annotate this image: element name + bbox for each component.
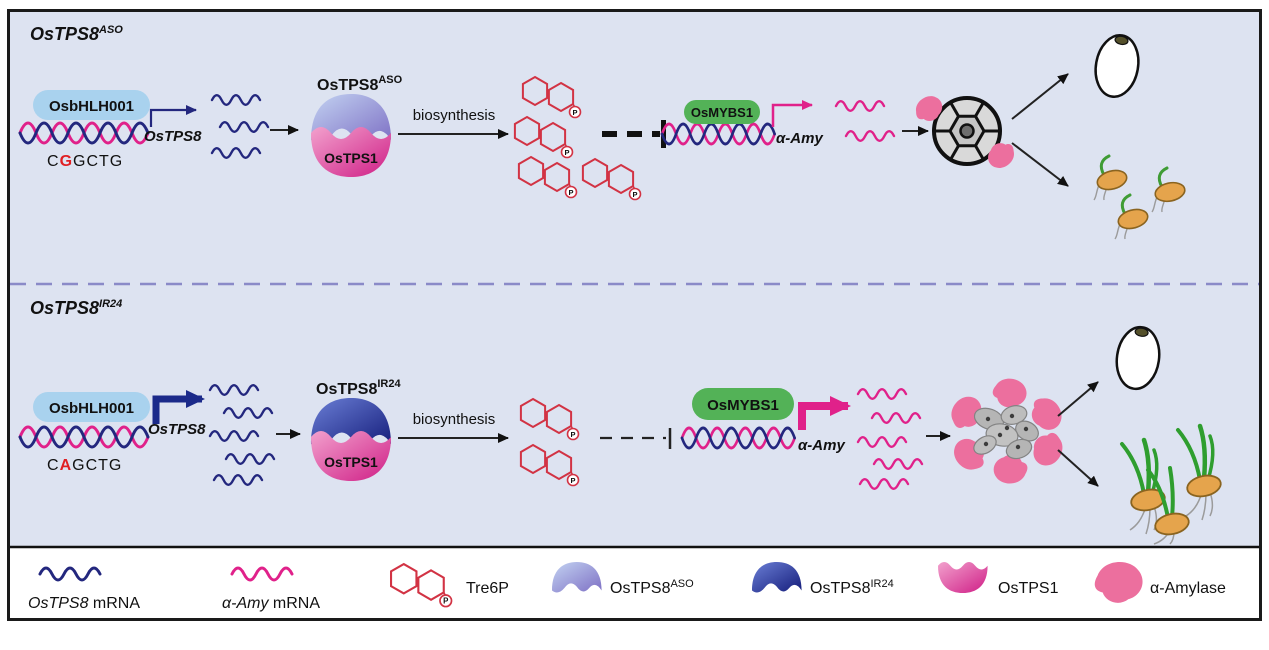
bhlh-label: OsbHLH001 <box>49 400 134 417</box>
figure-border <box>7 9 1262 621</box>
outcome-arrow <box>1011 142 1069 187</box>
panel-top-title: OsTPS8ASO <box>30 24 123 44</box>
mybs1-label: OsMYBS1 <box>691 105 753 120</box>
outcome-arrow <box>1011 73 1069 120</box>
germinating-seeds-strong <box>1120 423 1222 545</box>
legend-label: OsTPS8 mRNA <box>28 595 140 612</box>
rice-seed <box>1094 34 1140 98</box>
amy-label: α-Amy <box>776 130 823 147</box>
panel-top: OsTPS8ASO OsbHLH001 CGGCTG OsTPS8 OsTPS8… <box>18 24 1186 240</box>
legend-item-tps1: OsTPS1 <box>938 562 1059 597</box>
mybs1-label: OsMYBS1 <box>707 397 779 414</box>
promoter-sequence: CAGCTG <box>47 457 122 474</box>
legend-label: OsTPS1 <box>998 580 1059 597</box>
starch-granule-intact <box>932 96 1002 166</box>
germinating-seed <box>1176 423 1222 521</box>
germinating-seed <box>1146 466 1190 545</box>
germinating-seed <box>1120 437 1166 535</box>
transcription-arrow-weak <box>149 105 197 127</box>
transcription-arrow-strong <box>152 390 205 424</box>
germinating-seed <box>1114 193 1149 240</box>
complex-label: OsTPS8ASO <box>317 74 403 94</box>
gene-label: OsTPS8 <box>144 128 202 145</box>
legend-item-ostps8-mrna: OsTPS8 mRNA <box>28 566 140 612</box>
panels-background <box>10 12 1259 546</box>
gene-label: OsTPS8 <box>148 421 206 438</box>
panel-bottom-title: OsTPS8IR24 <box>30 298 122 318</box>
legend-background <box>10 547 1259 618</box>
legend-label: α-Amy mRNA <box>222 595 320 612</box>
outcome-arrow <box>1057 381 1099 417</box>
germinating-seeds-weak <box>1093 154 1186 240</box>
complex-label: OsTPS8IR24 <box>316 378 401 398</box>
rice-seed <box>1115 325 1161 391</box>
bhlh-pill <box>33 90 150 120</box>
legend-item-tre6p: Tre6P <box>389 562 509 608</box>
legend-item-amylase: α-Amylase <box>1094 562 1226 603</box>
legend-label: OsTPS8ASO <box>610 578 694 597</box>
promoter-sequence: CGGCTG <box>47 153 123 170</box>
biosynthesis-label: biosynthesis <box>413 411 496 428</box>
germinating-seed <box>1093 154 1128 201</box>
starch-granule-degraded <box>944 375 1069 484</box>
mybs1-box <box>692 388 794 420</box>
amy-transcription-arrow-strong <box>798 396 851 430</box>
bhlh-pill <box>33 392 150 422</box>
bhlh-label: OsbHLH001 <box>49 98 134 115</box>
tps1-label: OsTPS1 <box>324 454 378 470</box>
mybs1-box <box>684 100 760 124</box>
legend-item-amy-mrna: α-Amy mRNA <box>222 566 320 612</box>
amy-transcription-arrow-weak <box>771 100 813 127</box>
amy-label: α-Amy <box>798 437 845 454</box>
legend-label: OsTPS8IR24 <box>810 578 894 597</box>
germinating-seed <box>1151 166 1186 213</box>
legend-item-tps8-aso: OsTPS8ASO <box>552 562 694 597</box>
legend-label: Tre6P <box>466 580 509 597</box>
legend-label: α-Amylase <box>1150 580 1226 597</box>
biosynthesis-label: biosynthesis <box>413 107 496 124</box>
panel-bottom: OsTPS8IR24 OsbHLH001 CAGCTG OsTPS8 OsTPS… <box>18 298 1222 545</box>
legend-item-tps8-ir24: OsTPS8IR24 <box>752 562 894 597</box>
outcome-arrow <box>1057 449 1099 487</box>
tps1-label: OsTPS1 <box>324 150 378 166</box>
legend: OsTPS8 mRNA α-Amy mRNA Tre6P OsTPS8ASO O… <box>28 562 1226 612</box>
